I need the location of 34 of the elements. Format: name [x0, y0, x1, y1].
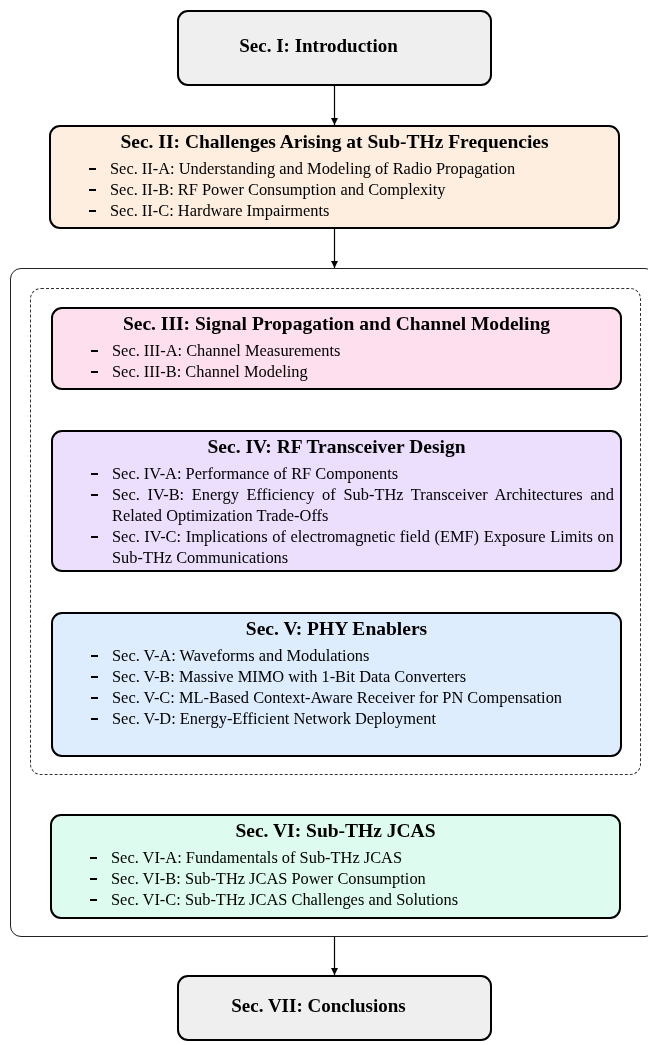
section-heading: Sec. III: Signal Propagation and Channel Modeling	[122, 312, 551, 336]
section-heading: Sec. II: Challenges Arising at Sub-THz Frequencies	[120, 130, 549, 154]
section-box	[50, 814, 621, 919]
subsection-item: Sec. VI-B: Sub-THz JCAS Power Consumption	[111, 868, 427, 890]
dashed-group-frame	[30, 288, 641, 775]
section-box	[51, 612, 622, 757]
arrow	[331, 85, 338, 126]
group-frame	[10, 268, 648, 937]
subsection-item: Sec. II-A: Understanding and Modeling of Radio Propagation	[110, 158, 517, 180]
subsection-item: Sec. II-B: RF Power Consumption and Complexity	[110, 179, 447, 201]
section-heading: Sec. I: Introduction	[239, 34, 398, 58]
subsection-item: Sec. II-C: Hardware Impairments	[110, 200, 331, 222]
title-box	[177, 975, 492, 1041]
subsection-item: Sec. V-B: Massive MIMO with 1-Bit Data Converters	[112, 666, 468, 688]
subsection-item: Sec. V-C: ML-Based Context-Aware Receiver for PN Compensation	[112, 687, 564, 709]
subsection-item: Sec. VI-A: Fundamentals of Sub-THz JCAS	[111, 847, 404, 869]
section-heading: Sec. VII: Conclusions	[231, 994, 406, 1018]
subsection-item: Sec. IV-B: Energy Efficiency of Sub-THz Transceiver Architectures and Related Optimization Trade-Offs	[112, 484, 614, 527]
arrow	[331, 228, 338, 269]
section-heading: Sec. IV: RF Transceiver Design	[207, 435, 466, 459]
subsection-item: Sec. V-D: Energy-Efficient Network Deployment	[112, 708, 437, 730]
section-heading: Sec. VI: Sub-THz JCAS	[235, 819, 436, 843]
subsection-item: Sec. III-B: Channel Modeling	[112, 361, 309, 383]
section-heading: Sec. V: PHY Enablers	[245, 617, 428, 641]
subsection-item: Sec. III-A: Channel Measurements	[112, 340, 342, 362]
subsection-item: Sec. IV-A: Performance of RF Components	[112, 463, 400, 485]
subsection-item: Sec. V-A: Waveforms and Modulations	[112, 645, 371, 667]
section-box	[51, 307, 622, 390]
subsection-item: Sec. IV-C: Implications of electromagnetic field (EMF) Exposure Limits on Sub-THz Communications	[112, 526, 614, 569]
section-box	[51, 430, 622, 572]
subsection-item: Sec. VI-C: Sub-THz JCAS Challenges and Solutions	[111, 889, 460, 911]
section-box	[49, 125, 620, 229]
arrow	[331, 936, 338, 976]
title-box	[177, 10, 492, 86]
